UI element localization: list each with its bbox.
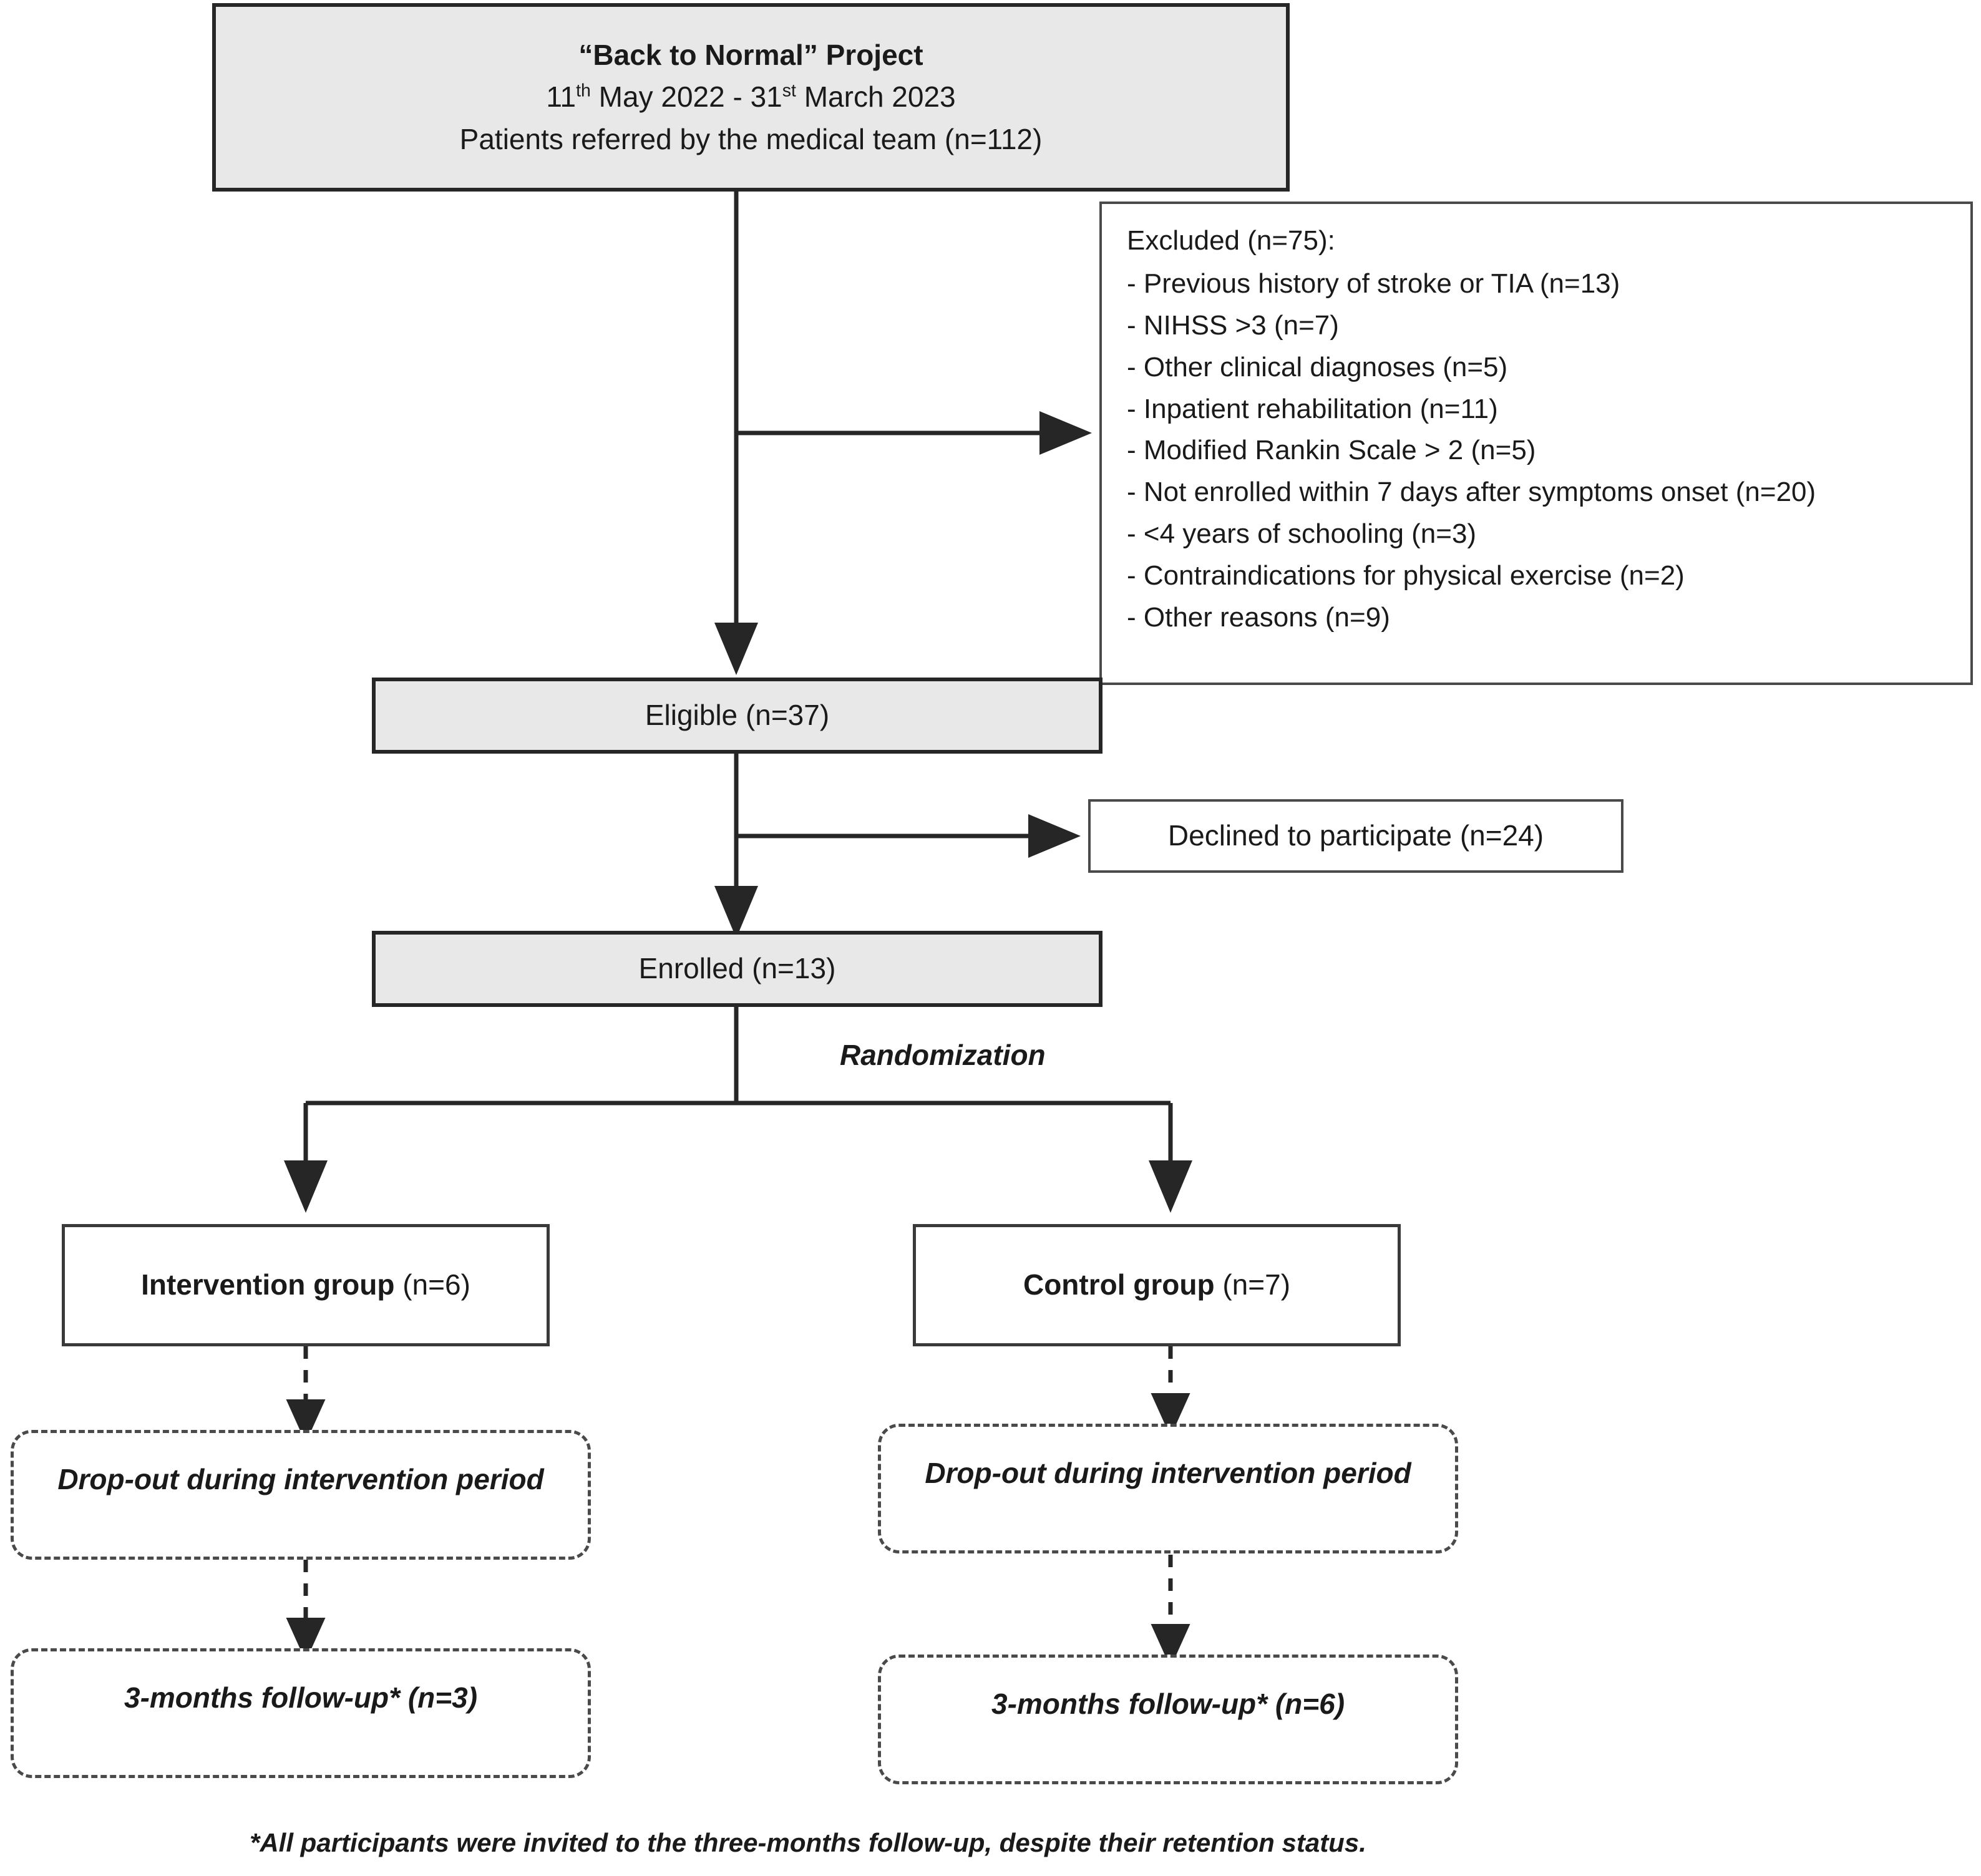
- followup-asterisk: *: [389, 1681, 401, 1714]
- list-item: - Previous history of stroke or TIA (n=1…: [1127, 268, 1620, 299]
- enrolled-label: Enrolled (n=13): [638, 952, 836, 985]
- randomization-label: Randomization: [840, 1039, 1046, 1071]
- control-group-name: Control group: [1023, 1268, 1215, 1301]
- list-item: - Contraindications for physical exercis…: [1127, 560, 1685, 591]
- dropout-control-label: Drop-out during intervention period: [925, 1457, 1411, 1490]
- declined-label: Declined to participate (n=24): [1167, 819, 1544, 852]
- patients-referred-label: Patients referred by the medical team (n…: [459, 122, 1043, 155]
- node-enrolled: Enrolled (n=13): [372, 931, 1102, 1007]
- dropout-intervention-label: Drop-out during intervention period: [57, 1463, 544, 1496]
- intervention-group-count: (n=6): [394, 1268, 470, 1301]
- date-ordinal-1: th: [576, 81, 591, 102]
- project-title: “Back to Normal” Project: [578, 39, 923, 72]
- node-dropout-control: Drop-out during intervention period: [878, 1424, 1458, 1553]
- project-date-range: 11th May 2022 - 31st March 2023: [546, 80, 956, 114]
- node-excluded: Excluded (n=75): - Previous history of s…: [1099, 202, 1973, 685]
- node-followup-control: 3-months follow-up* (n=6): [878, 1655, 1458, 1784]
- intervention-group-name: Intervention group: [141, 1268, 395, 1301]
- date-ordinal-2: st: [782, 81, 796, 102]
- footnote-text: *All participants were invited to the th…: [250, 1828, 1366, 1857]
- node-control-group: Control group (n=7): [913, 1224, 1401, 1346]
- node-followup-intervention: 3-months follow-up* (n=3): [11, 1648, 591, 1778]
- list-item: - NIHSS >3 (n=7): [1127, 309, 1339, 341]
- followup-control-label: 3-months follow-up* (n=6): [991, 1688, 1345, 1721]
- node-project-header: “Back to Normal” Project 11th May 2022 -…: [212, 3, 1290, 192]
- list-item: - Other reasons (n=9): [1127, 601, 1390, 633]
- node-dropout-intervention: Drop-out during intervention period: [11, 1430, 591, 1560]
- node-intervention-group: Intervention group (n=6): [62, 1224, 550, 1346]
- node-eligible: Eligible (n=37): [372, 678, 1102, 754]
- list-item: - Modified Rankin Scale > 2 (n=5): [1127, 435, 1536, 466]
- list-item: - Other clinical diagnoses (n=5): [1127, 351, 1508, 382]
- followup-asterisk: *: [1256, 1688, 1268, 1721]
- control-group-count: (n=7): [1214, 1268, 1291, 1301]
- list-item: - Inpatient rehabilitation (n=11): [1127, 393, 1498, 424]
- excluded-heading: Excluded (n=75):: [1127, 225, 1335, 256]
- followup-intervention-label: 3-months follow-up* (n=3): [124, 1681, 478, 1714]
- list-item: - Not enrolled within 7 days after sympt…: [1127, 477, 1816, 508]
- eligible-label: Eligible (n=37): [645, 699, 830, 732]
- list-item: - <4 years of schooling (n=3): [1127, 518, 1477, 550]
- excluded-reason-list: - Previous history of stroke or TIA (n=1…: [1127, 263, 1952, 639]
- node-declined: Declined to participate (n=24): [1088, 799, 1623, 873]
